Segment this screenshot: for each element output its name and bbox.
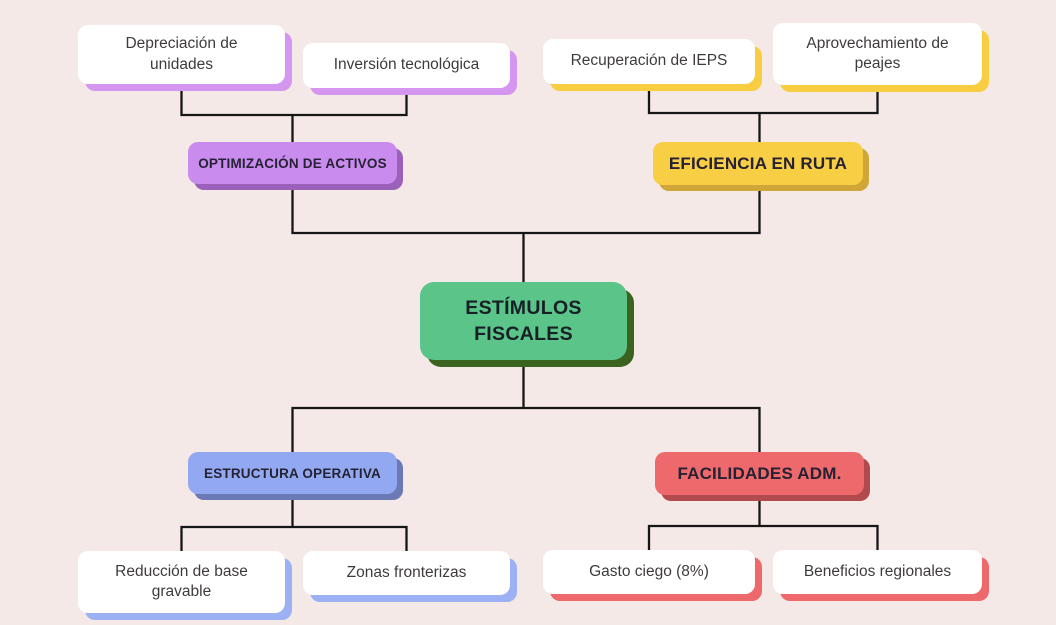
- branch-node-optimizacion-de-activos: OPTIMIZACIÓN DE ACTIVOS: [188, 142, 397, 184]
- leaf-recuperacion-de-ieps: Recuperación de IEPS: [543, 39, 755, 84]
- leaf-beneficios-regionales: Beneficios regionales: [773, 550, 982, 594]
- leaf-inversion-tecnologica: Inversión tecnológica: [303, 43, 510, 88]
- branch-node-eficiencia-en-ruta: EFICIENCIA EN RUTA: [653, 142, 863, 185]
- leaf-label: Beneficios regionales: [803, 562, 952, 580]
- leaf-depreciacion-de-unidades: Depreciación de unidades: [78, 25, 285, 84]
- leaf-label: Recuperación de IEPS: [570, 52, 728, 70]
- branch-node-estructura-operativa: ESTRUCTURA OPERATIVA: [188, 452, 397, 494]
- leaf-label: Gasto ciego (8%): [589, 562, 709, 580]
- connector-top-branches-to-root: [291, 178, 761, 290]
- root-label: ESTÍMULOS FISCALES: [465, 296, 582, 345]
- branch-node-facilidades-adm: FACILIDADES ADM.: [655, 452, 864, 495]
- leaf-label: Reducción de base gravable: [115, 562, 248, 600]
- connector-bottom-right-leaves: [647, 488, 879, 558]
- leaf-reduccion-de-base-gravable: Reducción de base gravable: [78, 551, 285, 613]
- branch-label: FACILIDADES ADM.: [677, 463, 842, 483]
- leaf-gasto-ciego: Gasto ciego (8%): [543, 550, 755, 594]
- connector-root-to-bottom-branches: [291, 352, 761, 458]
- branch-label: ESTRUCTURA OPERATIVA: [203, 465, 381, 481]
- branch-label: EFICIENCIA EN RUTA: [668, 153, 848, 173]
- leaf-label: Depreciación de unidades: [125, 35, 238, 73]
- leaf-aprovechamiento-de-peajes: Aprovechamiento de peajes: [773, 23, 982, 85]
- leaf-label: Inversión tecnológica: [333, 56, 480, 74]
- root-node-estimulos-fiscales: ESTÍMULOS FISCALES: [420, 282, 627, 360]
- leaf-label: Aprovechamiento de peajes: [806, 34, 949, 72]
- branch-label: OPTIMIZACIÓN DE ACTIVOS: [198, 155, 387, 171]
- connector-bottom-left-leaves: [180, 488, 408, 558]
- leaf-label: Zonas fronterizas: [346, 563, 467, 581]
- leaf-zonas-fronterizas: Zonas fronterizas: [303, 551, 510, 595]
